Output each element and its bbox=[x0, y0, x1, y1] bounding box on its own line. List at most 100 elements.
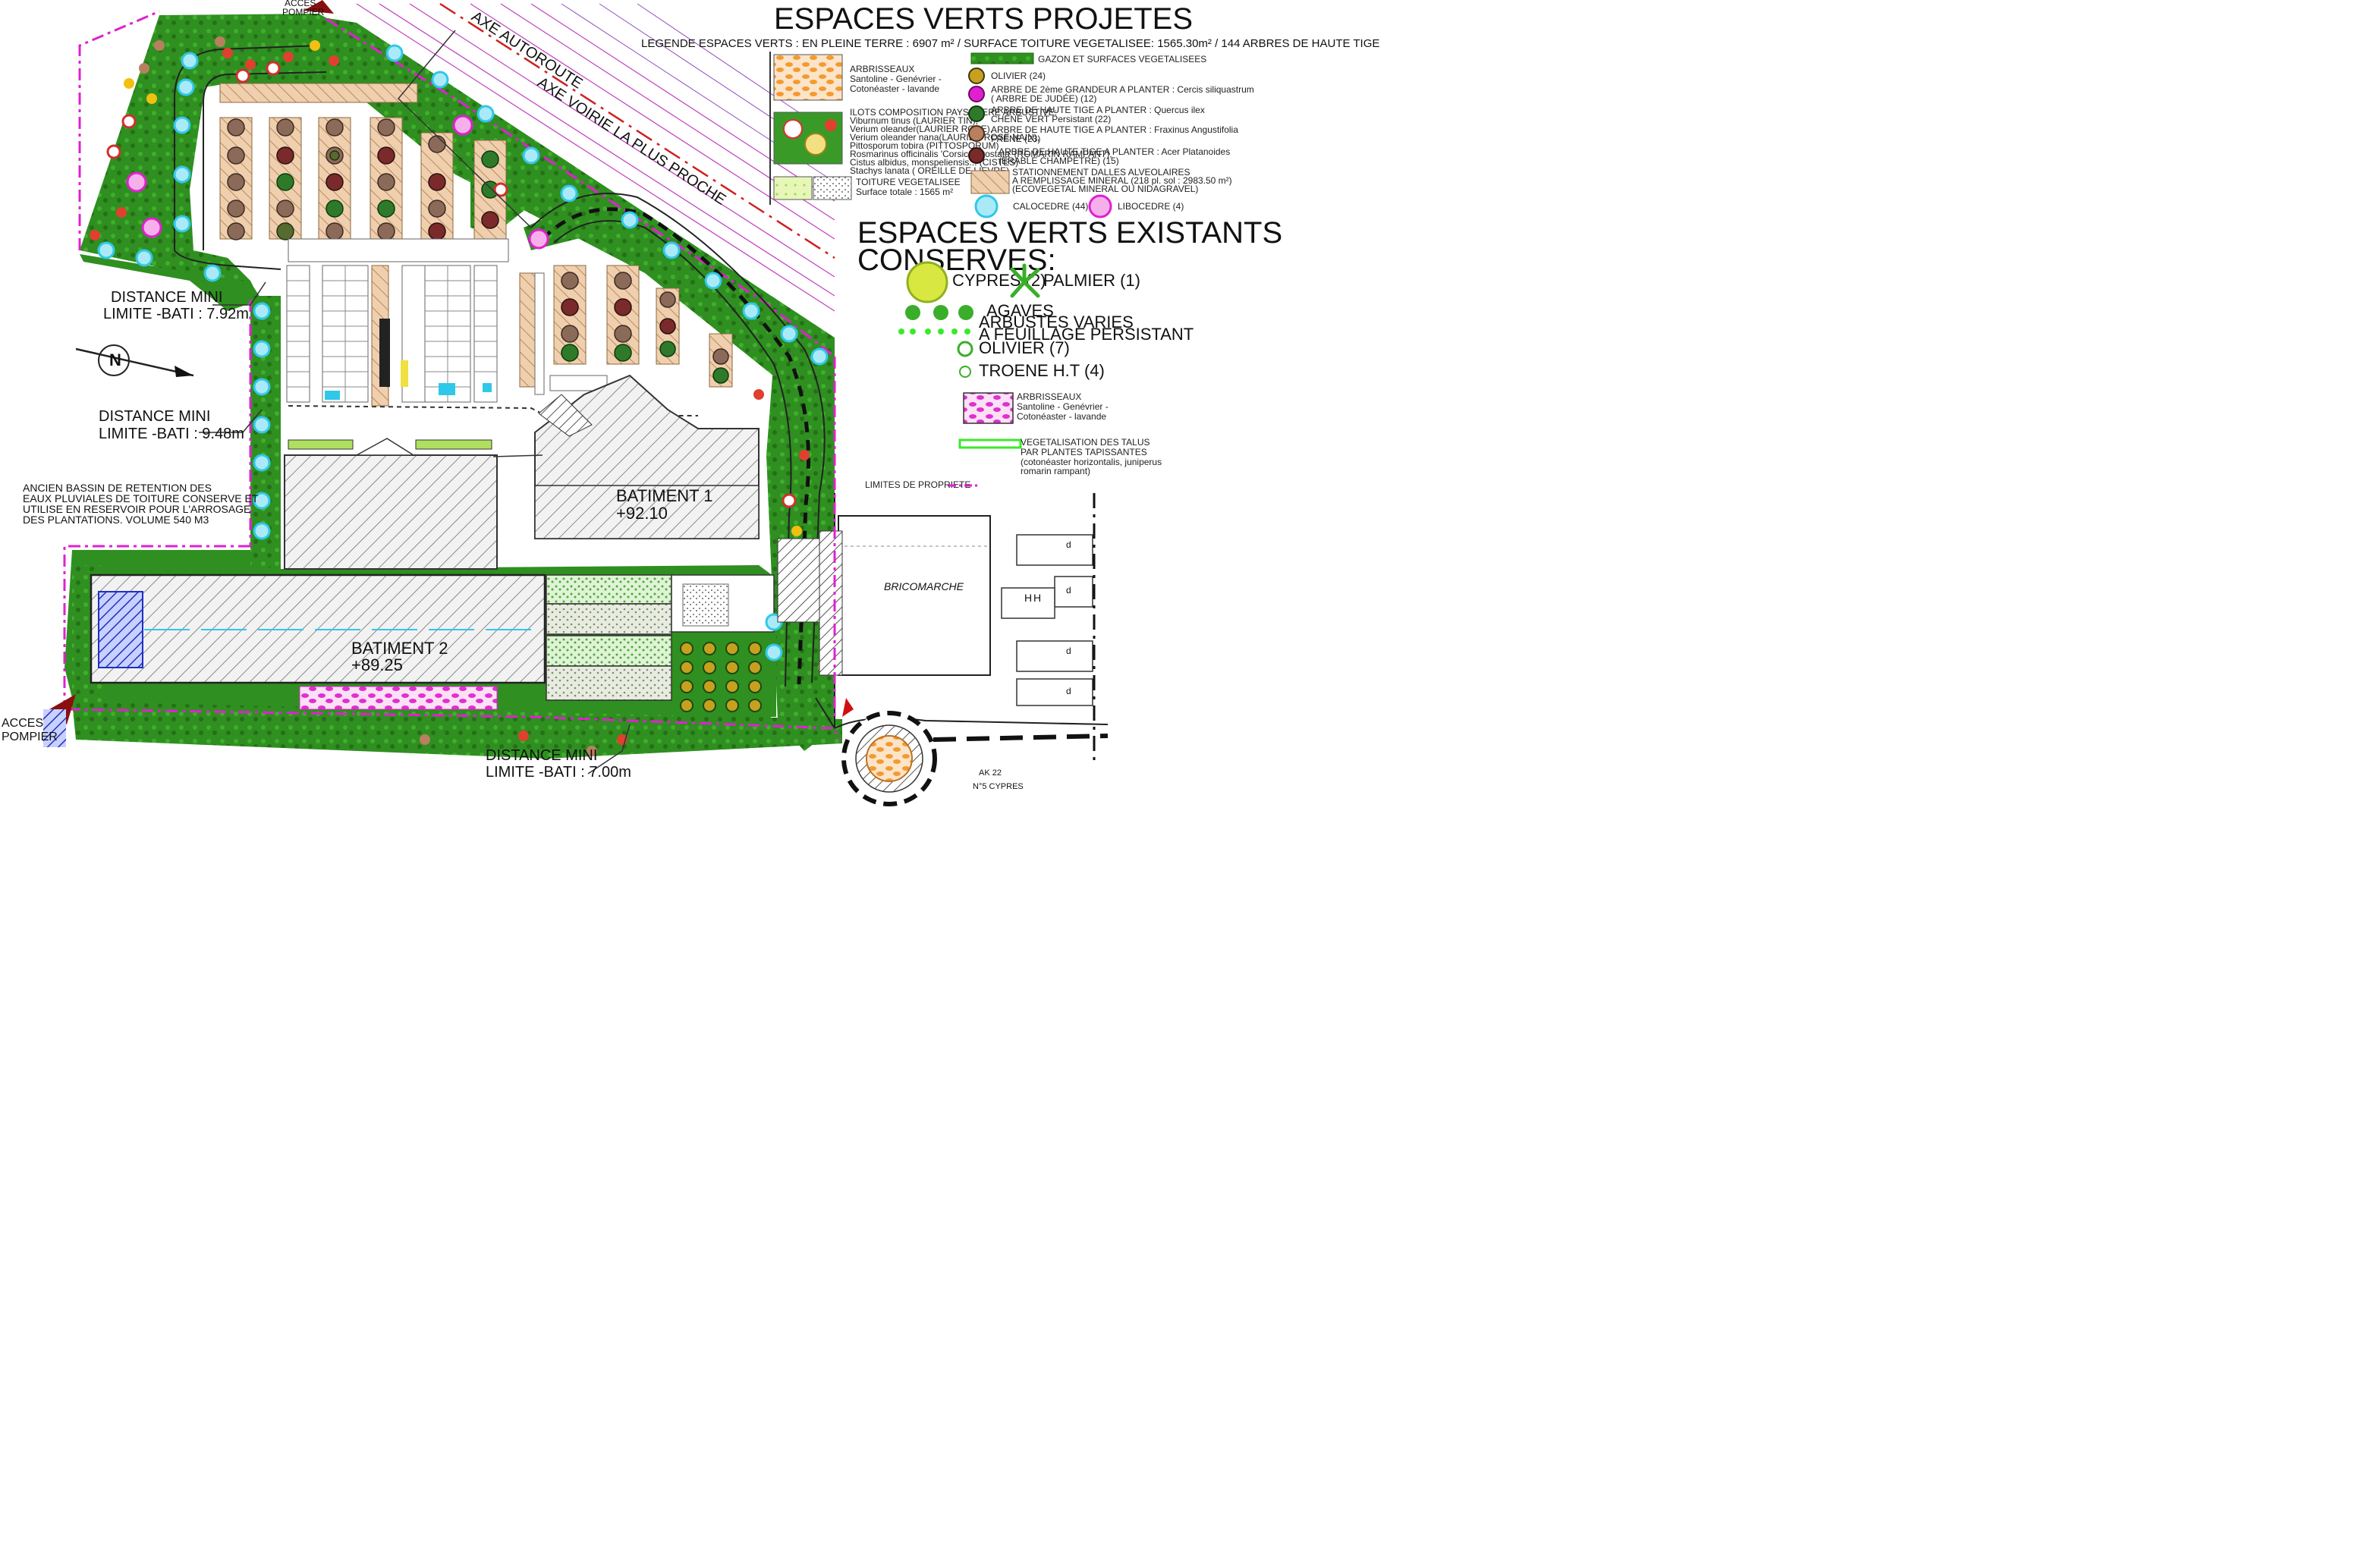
legend-ilots-7: Stachys lanata ( OREILLE DE LIEVRE) bbox=[850, 165, 1009, 176]
legend-calocedre: CALOCEDRE (44) bbox=[1013, 201, 1088, 212]
legend-arbrisseaux-line3: Cotonéaster - lavande bbox=[850, 83, 939, 94]
legend-talus-line3: (cotonéaster horizontalis, juniperus bbox=[1021, 457, 1162, 467]
label-acces-pompier-bottom-2: POMPIER bbox=[2, 731, 58, 743]
legend-toiture-surface: Surface totale : 1565 m² bbox=[856, 187, 953, 197]
existing-olive-icon bbox=[957, 341, 973, 357]
legend-swatch-gazon bbox=[970, 52, 1034, 64]
parking-stripes bbox=[287, 266, 497, 402]
oak-tree-icon bbox=[968, 105, 985, 122]
parking-mark-d1: d bbox=[1066, 539, 1071, 550]
parking-mark-h2: H bbox=[1033, 592, 1041, 604]
parking-mark-d4: d bbox=[1066, 686, 1071, 696]
legend-olivier: OLIVIER (24) bbox=[991, 71, 1046, 81]
legend-frene-line2: FRÊNE (23) bbox=[991, 133, 1040, 144]
legend: ESPACES VERTS PROJETES LEGENDE ESPACES V… bbox=[641, 2, 1379, 490]
legend-swatch-stationnement bbox=[970, 170, 1010, 194]
distance-3-title: DISTANCE MINI bbox=[486, 747, 597, 764]
legend-erable-line1: ARBRE DE HAUTE TIGE A PLANTER : Acer Pla… bbox=[999, 146, 1230, 157]
legend-ilots-1: Viburnum tinus (LAURIER TIN), bbox=[850, 115, 978, 126]
legend-arbrisseaux-line2: Santoline - Genévrier - bbox=[850, 74, 942, 84]
parking-mark-d3: d bbox=[1066, 646, 1071, 656]
batiment-1-level: +92.10 bbox=[616, 504, 668, 523]
legend-limites: LIMITES DE PROPRIETE bbox=[865, 479, 970, 490]
legend-talus-line4: romarin rampant) bbox=[1021, 466, 1090, 476]
legend-arbrisseaux-ex-line2: Santoline - Genévrier - bbox=[1017, 401, 1109, 412]
parcel-ref-2: N°5 CYPRES bbox=[973, 782, 1024, 791]
legend-talus-line1: VEGETALISATION DES TALUS bbox=[1021, 437, 1150, 448]
batiment-2-name: BATIMENT 2 bbox=[351, 639, 448, 658]
batiment-intermediate bbox=[284, 438, 498, 570]
legend-chene-line2: CHÊNE VERT Persistant (22) bbox=[991, 113, 1111, 124]
bassin-line-2: EAUX PLUVIALES DE TOITURE CONSERVE ET bbox=[23, 492, 259, 504]
legend-stationnement-line2: A REMPLISSAGE MINERAL (218 pl. sol : 298… bbox=[1012, 175, 1232, 186]
access-arrows bbox=[43, 0, 334, 747]
shrub-icon bbox=[898, 328, 970, 335]
maple-tree-icon bbox=[968, 147, 985, 164]
judas-tree-icon bbox=[968, 86, 985, 102]
legend-swatch-toiture-2 bbox=[813, 176, 852, 200]
batiment-2-level: +89.25 bbox=[351, 655, 403, 674]
legend-talus-line2: PAR PLANTES TAPISSANTES bbox=[1021, 447, 1147, 457]
distance-1-value: LIMITE -BATI : 7.92m bbox=[103, 306, 249, 322]
libocedre-trees bbox=[126, 115, 549, 250]
legend-stationnement-line1: STATIONNEMENT DALLES ALVEOLAIRES bbox=[1012, 167, 1190, 178]
legend-olivier-ex: OLIVIER (7) bbox=[979, 338, 1070, 357]
legend-stationnement-line3: (ECOVEGETAL MINERAL OU NIDAGRAVEL) bbox=[1012, 184, 1198, 194]
bricomarche-building bbox=[777, 515, 991, 676]
roundabout bbox=[841, 698, 937, 806]
legend-swatch-talus bbox=[958, 438, 1022, 449]
parking-trees bbox=[227, 118, 729, 384]
label-acces-pompier-top: ACCES bbox=[285, 0, 316, 8]
bricomarche-label: BRICOMARCHE bbox=[884, 580, 964, 592]
agave-icon bbox=[905, 305, 973, 320]
parking-mark-h1: H bbox=[1024, 592, 1032, 604]
cypress-icon bbox=[906, 261, 948, 303]
legend-ilots-2: Verium oleander(LAURIER ROSE), bbox=[850, 124, 992, 134]
calocedre-trees bbox=[97, 44, 829, 661]
callout-lines bbox=[199, 30, 631, 775]
parcel-ref-1: AK 22 bbox=[979, 768, 1002, 778]
north-arrow-icon: N bbox=[75, 344, 194, 377]
mixed-shrubs bbox=[90, 36, 829, 756]
legend-chene-line1: ARBRE DE HAUTE TIGE A PLANTER : Quercus … bbox=[991, 105, 1205, 115]
legend-ilots-title: ILOTS COMPOSITION PAYSAGERE ARBUSTIVE: bbox=[850, 107, 1057, 118]
label-acces-pompier-bottom: ACCES bbox=[2, 717, 43, 730]
privet-icon bbox=[959, 366, 971, 378]
parking-mark-d2: d bbox=[1066, 585, 1071, 595]
palm-icon bbox=[1010, 263, 1040, 298]
legend-troene: TROENE H.T (4) bbox=[979, 361, 1105, 380]
olive-tree-icon bbox=[968, 68, 985, 84]
legend-swatch-arbrisseaux-ex bbox=[963, 392, 1014, 424]
svg-text:N: N bbox=[109, 350, 121, 369]
legend-arbre2-line2: ( ARBRE DE JUDÉE) (12) bbox=[991, 93, 1096, 104]
batiment-2 bbox=[90, 573, 546, 684]
olive-grove bbox=[680, 642, 762, 712]
parking-central-strip bbox=[379, 319, 390, 387]
batiment-1-name: BATIMENT 1 bbox=[616, 486, 713, 505]
legend-libocedre: LIBOCEDRE (4) bbox=[1118, 201, 1184, 212]
bassin-line-3: UTILISE EN RESERVOIR POUR L'ARROSAGE bbox=[23, 503, 250, 515]
legend-gazon: GAZON ET SURFACES VEGETALISEES bbox=[1038, 54, 1206, 64]
distance-1-title: DISTANCE MINI bbox=[111, 289, 222, 306]
bassin-line-4: DES PLANTATIONS. VOLUME 540 M3 bbox=[23, 514, 209, 526]
bricomarche-parking bbox=[1001, 534, 1093, 706]
legend-title-existants: ESPACES VERTS EXISTANTS bbox=[857, 216, 1282, 250]
libocedre-icon bbox=[1088, 194, 1112, 218]
legend-frene-line1: ARBRE DE HAUTE TIGE A PLANTER : Fraxinus… bbox=[991, 124, 1238, 135]
legend-arbustes-line2: A FEUILLAGE PERSISTANT bbox=[979, 325, 1194, 344]
legend-swatch-toiture-1 bbox=[773, 176, 813, 200]
shrub-strip bbox=[299, 686, 498, 710]
legend-subtitle: LEGENDE ESPACES VERTS : EN PLEINE TERRE … bbox=[641, 37, 1379, 50]
legend-ilots-4: Pittosporum tobira (PITTOSPORUM) bbox=[850, 140, 999, 151]
legend-arbre2-line1: ARBRE DE 2ème GRANDEUR A PLANTER : Cerci… bbox=[991, 84, 1254, 95]
bassin-line-1: ANCIEN BASSIN DE RETENTION DES bbox=[23, 482, 212, 494]
legend-ilots-3: Verium oleander nana(LAURIER ROSE NAIN), bbox=[850, 132, 1039, 143]
distance-3-value: LIMITE -BATI : 7.00m bbox=[486, 764, 631, 781]
distance-2-title: DISTANCE MINI bbox=[99, 408, 210, 425]
calocedre-icon bbox=[974, 194, 999, 218]
legend-arbrisseaux-ex-line3: Cotonéaster - lavande bbox=[1017, 411, 1106, 422]
water-reservoir bbox=[98, 591, 143, 668]
distance-2-value: LIMITE -BATI : 9.48m bbox=[99, 426, 244, 442]
legend-toiture-title: TOITURE VEGETALISEE bbox=[856, 177, 961, 187]
